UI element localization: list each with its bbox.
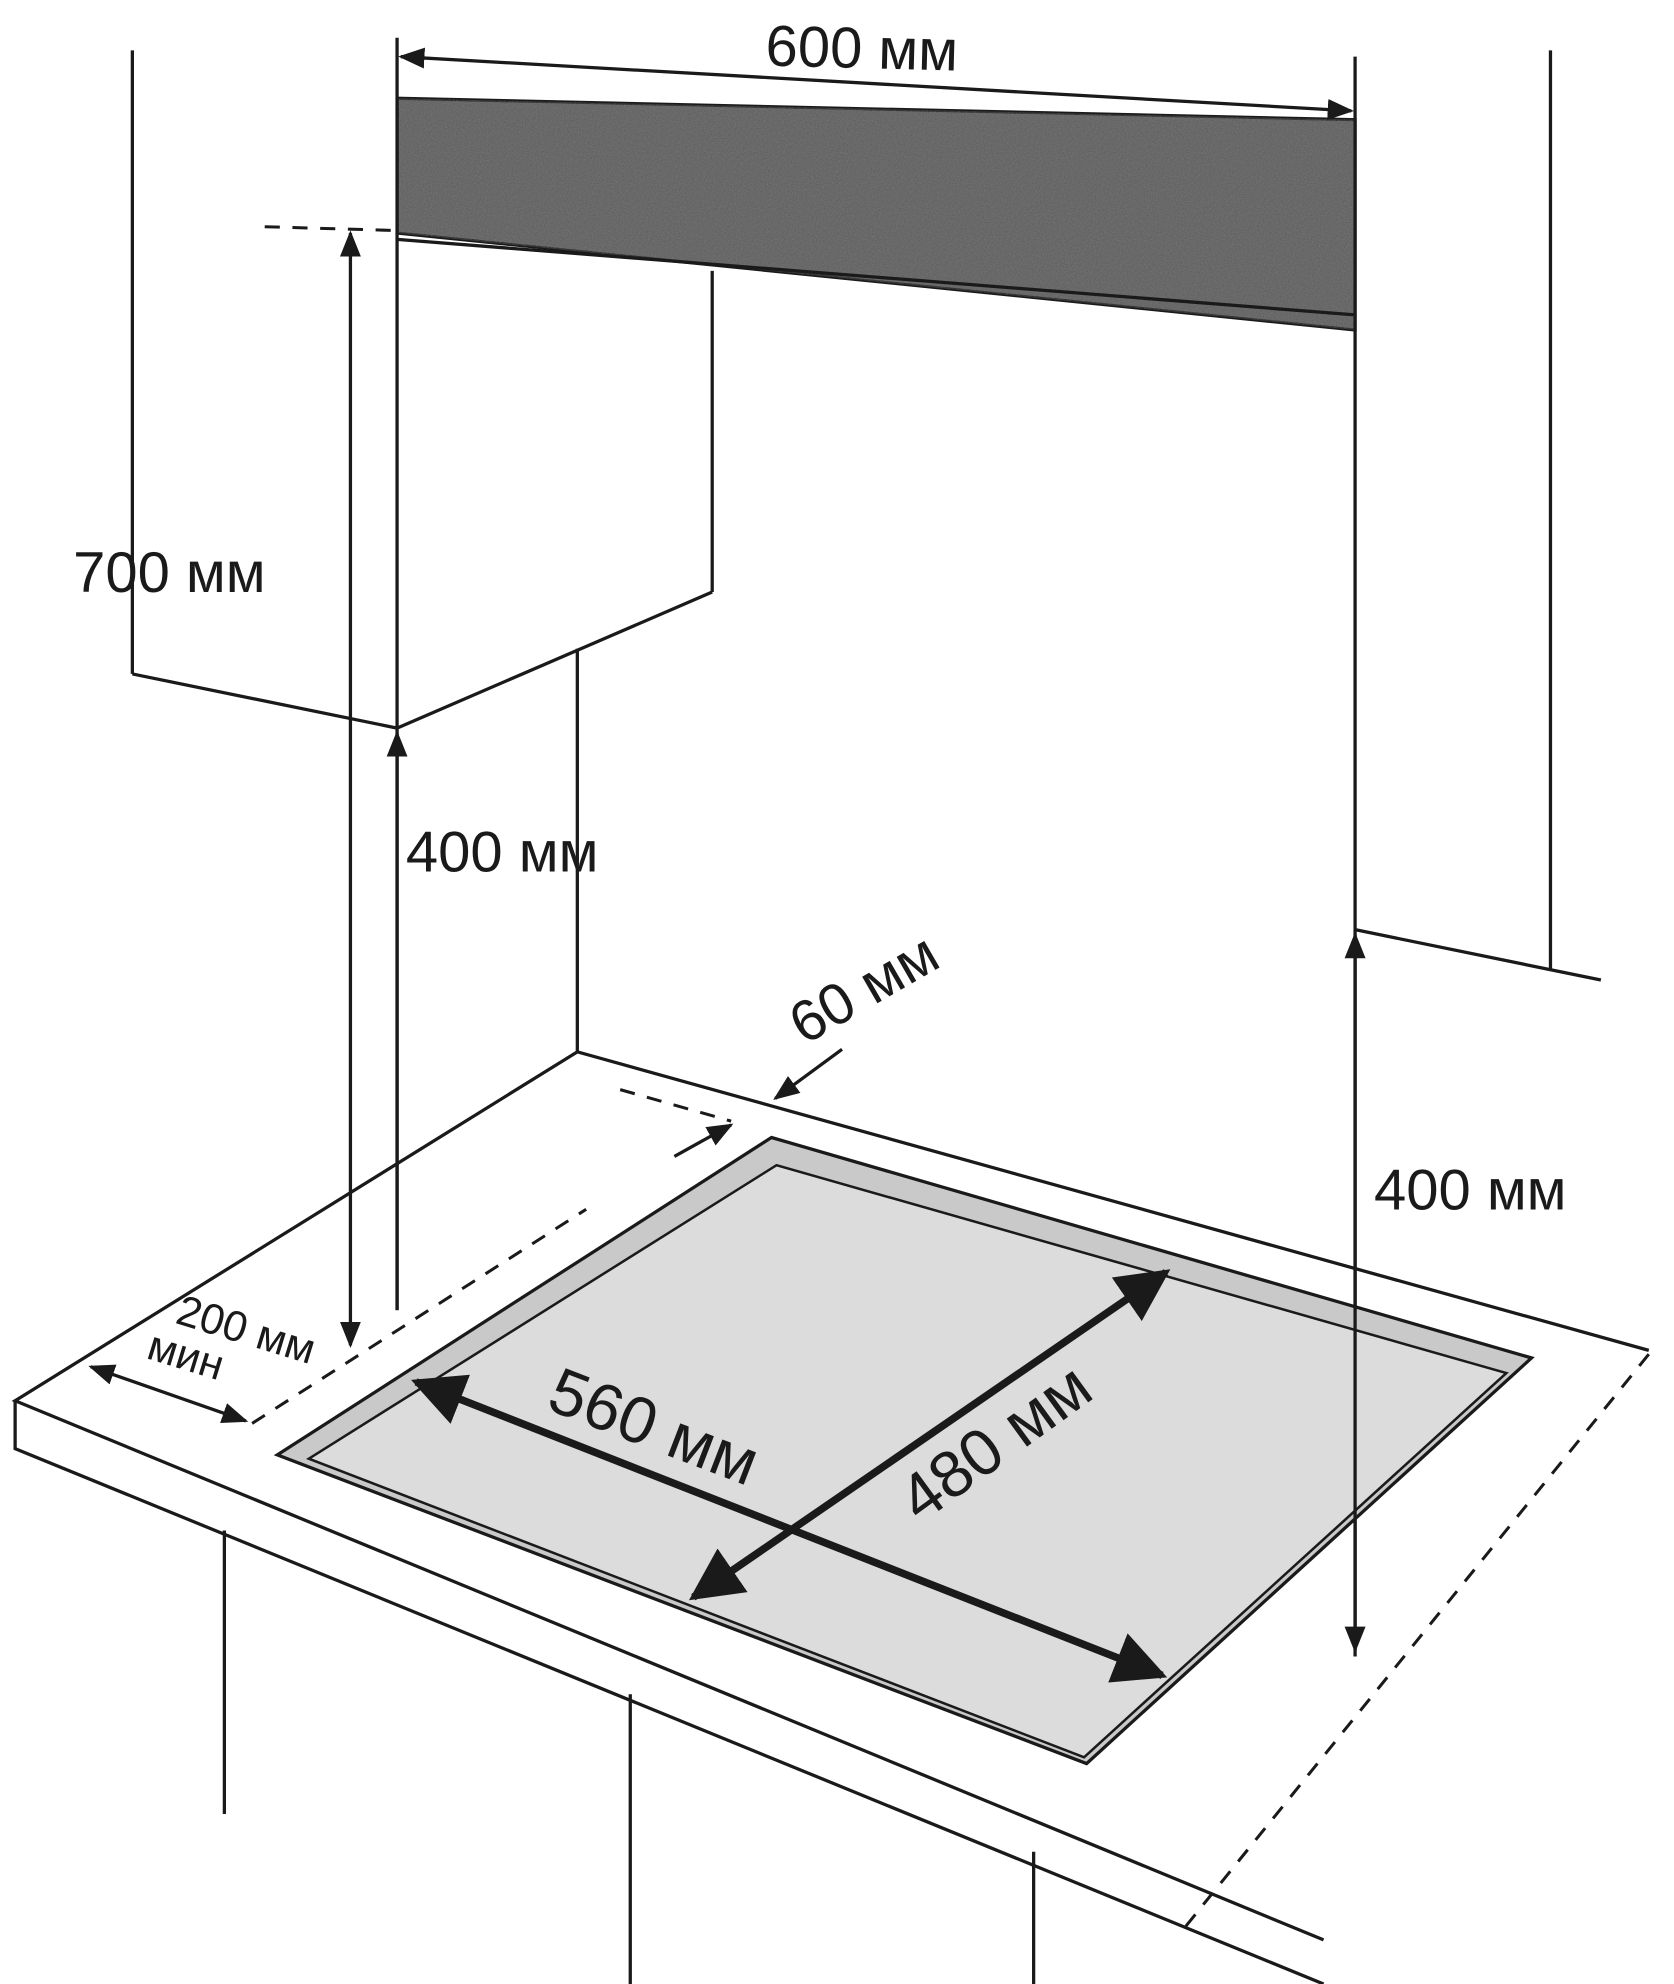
right-wall-cabinet	[1354, 50, 1602, 982]
dimension-arrow-200	[88, 1364, 249, 1424]
dimension-arrow-60-b	[773, 1047, 844, 1100]
label-hood-width: 600 мм	[765, 15, 959, 84]
label-right-clearance: 400 мм	[1374, 1158, 1567, 1222]
label-left-clearance: 400 мм	[406, 821, 599, 885]
dimension-arrow-600	[398, 47, 1354, 120]
dimension-arrow-480	[688, 1269, 1171, 1601]
cooker-hood	[395, 96, 1357, 332]
label-back-distance: 60 мм	[779, 921, 950, 1057]
dimension-arrow-60-a	[673, 1123, 734, 1158]
label-hood-height: 700 мм	[73, 541, 266, 605]
